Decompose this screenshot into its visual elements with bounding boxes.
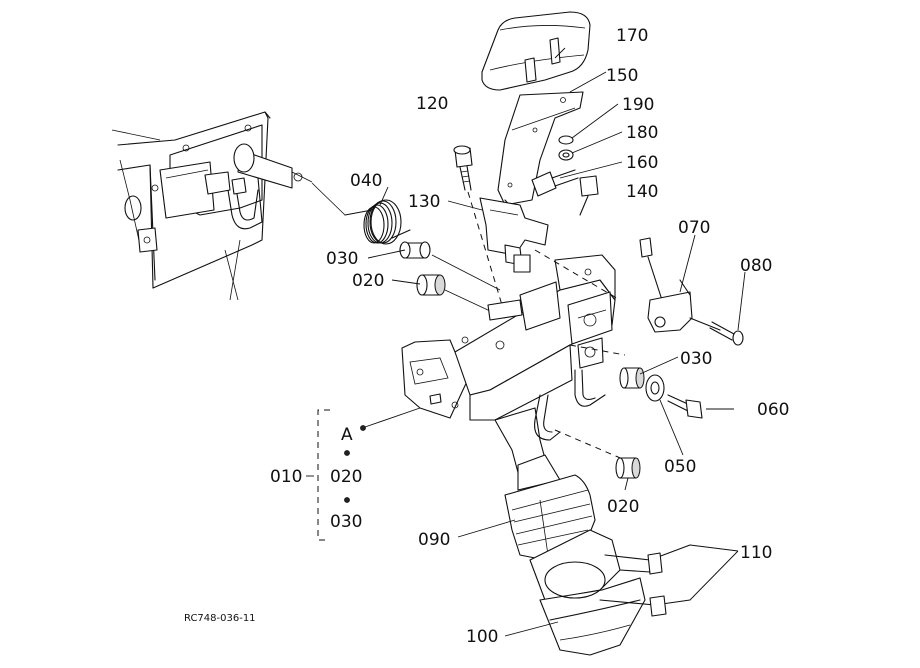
label-140: 140	[626, 182, 658, 202]
label-150: 150	[606, 66, 638, 86]
label-020-bottom: 020	[607, 497, 639, 517]
label-110: 110	[740, 543, 772, 563]
bands-110	[599, 544, 691, 617]
label-170: 170	[616, 26, 648, 46]
label-100: 100	[466, 627, 498, 647]
label-030-right: 030	[680, 349, 712, 369]
fasteners-160-190	[531, 135, 599, 216]
cover-100	[529, 529, 646, 656]
frame-section	[111, 111, 313, 301]
assembly-dot-020	[344, 450, 350, 456]
label-010-020: 020	[330, 467, 362, 487]
figure-code: RC748-036-11	[184, 613, 256, 624]
label-070: 070	[678, 218, 710, 238]
label-010-030: 030	[330, 512, 362, 532]
label-010: 010	[270, 467, 302, 487]
label-080: 080	[740, 256, 772, 276]
label-050: 050	[664, 457, 696, 477]
label-160: 160	[626, 153, 658, 173]
label-040: 040	[350, 171, 382, 191]
spring-040	[311, 182, 411, 245]
label-190: 190	[622, 95, 654, 115]
bracket-130	[479, 197, 549, 273]
lever-housing	[401, 249, 626, 421]
screw-080	[709, 321, 744, 346]
label-120: 120	[416, 94, 448, 114]
label-030-top: 030	[326, 249, 358, 269]
label-090: 090	[418, 530, 450, 550]
label-a: A	[341, 425, 353, 445]
switch-070	[639, 237, 721, 333]
label-130: 130	[408, 192, 440, 212]
label-060: 060	[757, 400, 789, 420]
leader-lines	[306, 47, 746, 637]
label-180: 180	[626, 123, 658, 143]
label-020-top: 020	[352, 271, 384, 291]
assembly-dot-a	[360, 425, 366, 431]
right-fasteners	[615, 367, 703, 479]
assembly-dot-030	[344, 497, 350, 503]
bolt-120	[453, 145, 506, 316]
knob-170	[481, 11, 591, 91]
